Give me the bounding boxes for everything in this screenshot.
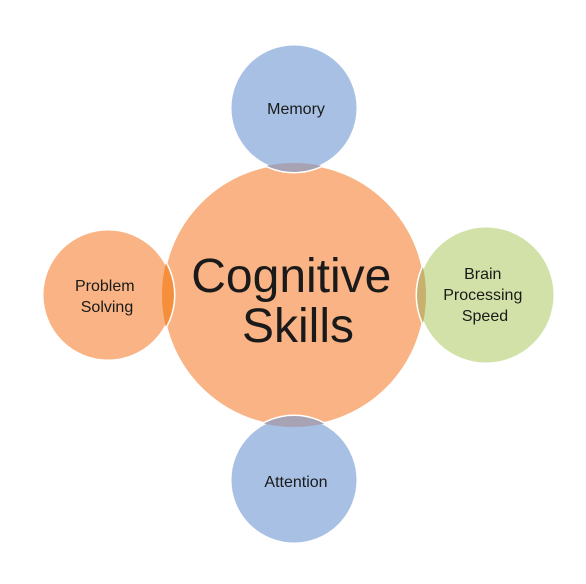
- problem-solving-label: Problem Solving: [75, 278, 139, 316]
- problem-solving-circle: [40, 227, 176, 363]
- center-label-line-1: Cognitive: [191, 250, 391, 303]
- brain-label-line-1: Brain: [464, 266, 501, 283]
- center-label: Cognitive Skills: [191, 250, 404, 353]
- brain-label-line-2: Processing: [443, 287, 522, 304]
- problem-label-line-2: Solving: [81, 299, 133, 316]
- memory-label: Memory: [267, 101, 325, 118]
- attention-label: Attention: [264, 474, 327, 491]
- brain-processing-speed-label: Brain Processing Speed: [443, 266, 527, 325]
- center-label-line-2: Skills: [242, 300, 354, 353]
- problem-label-line-1: Problem: [75, 278, 135, 295]
- brain-label-line-3: Speed: [462, 308, 508, 325]
